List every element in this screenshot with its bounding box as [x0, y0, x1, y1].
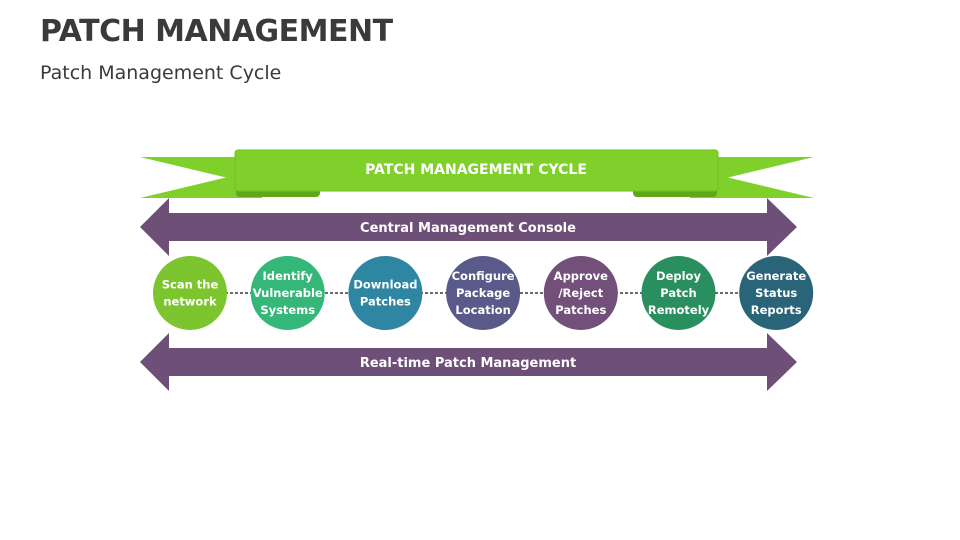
step-label-line: Vulnerable — [253, 286, 323, 300]
step-circle — [739, 256, 814, 330]
step-label-line: Scan the — [162, 278, 219, 292]
step-circle — [250, 256, 325, 330]
step-label-line: network — [163, 295, 217, 309]
step-label-line: Identify — [262, 269, 313, 283]
step-circle — [446, 256, 521, 330]
step-circle — [348, 256, 423, 330]
ribbon-left-tail — [140, 157, 262, 198]
bottom-arrow-label: Real-time Patch Management — [360, 356, 576, 371]
step-1: Scan the network — [153, 256, 227, 330]
step-circle — [153, 256, 227, 330]
bottom-double-arrow: Real-time Patch Management — [140, 333, 797, 391]
page-title: PATCH MANAGEMENT — [40, 14, 393, 49]
step-label-line: Reports — [751, 303, 802, 317]
banner-label: PATCH MANAGEMENT CYCLE — [365, 162, 587, 178]
step-label-line: Configure — [452, 269, 515, 283]
ribbon-center — [234, 149, 719, 192]
page-subtitle: Patch Management Cycle — [40, 62, 282, 84]
ribbon-right-tail — [690, 157, 814, 198]
step-label: Scan the network — [162, 278, 219, 309]
step-label-line: Download — [353, 278, 417, 292]
step-label-line: Patches — [360, 295, 411, 309]
step-label-line: Location — [455, 303, 510, 317]
step-label-line: Systems — [260, 303, 315, 317]
step-label-line: /Reject — [558, 286, 603, 300]
step-circle — [543, 256, 618, 330]
step-label-line: Patches — [555, 303, 606, 317]
step-label-line: Patch — [660, 286, 696, 300]
step-label-line: Generate — [746, 269, 806, 283]
top-arrow-label: Central Management Console — [360, 221, 576, 236]
step-label-line: Status — [755, 286, 797, 300]
step-label-line: Remotely — [648, 303, 710, 317]
step-label-line: Approve — [554, 269, 608, 283]
top-double-arrow: Central Management Console — [140, 198, 797, 256]
step-label-line: Deploy — [656, 269, 701, 283]
step-circle — [641, 256, 716, 330]
step-label-line: Package — [456, 286, 510, 300]
ribbon-banner: PATCH MANAGEMENT CYCLE — [140, 149, 814, 198]
